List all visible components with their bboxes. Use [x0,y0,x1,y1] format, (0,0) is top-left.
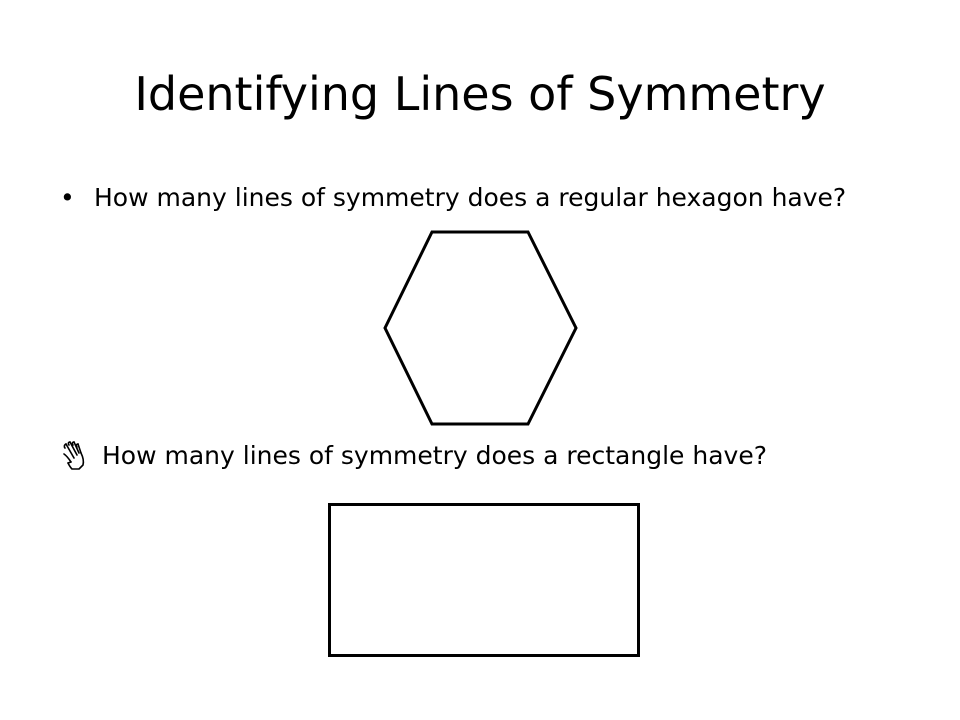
slide-title: Identifying Lines of Symmetry [134,67,826,121]
hand-pointer-icon [63,441,85,470]
rectangle-question-text: How many lines of symmetry does a rectan… [102,441,767,470]
rectangle-shape [328,503,640,657]
regular-hexagon-shape [383,230,578,426]
bullet-marker: • [60,183,75,212]
hexagon-question-text: How many lines of symmetry does a regula… [94,183,847,212]
